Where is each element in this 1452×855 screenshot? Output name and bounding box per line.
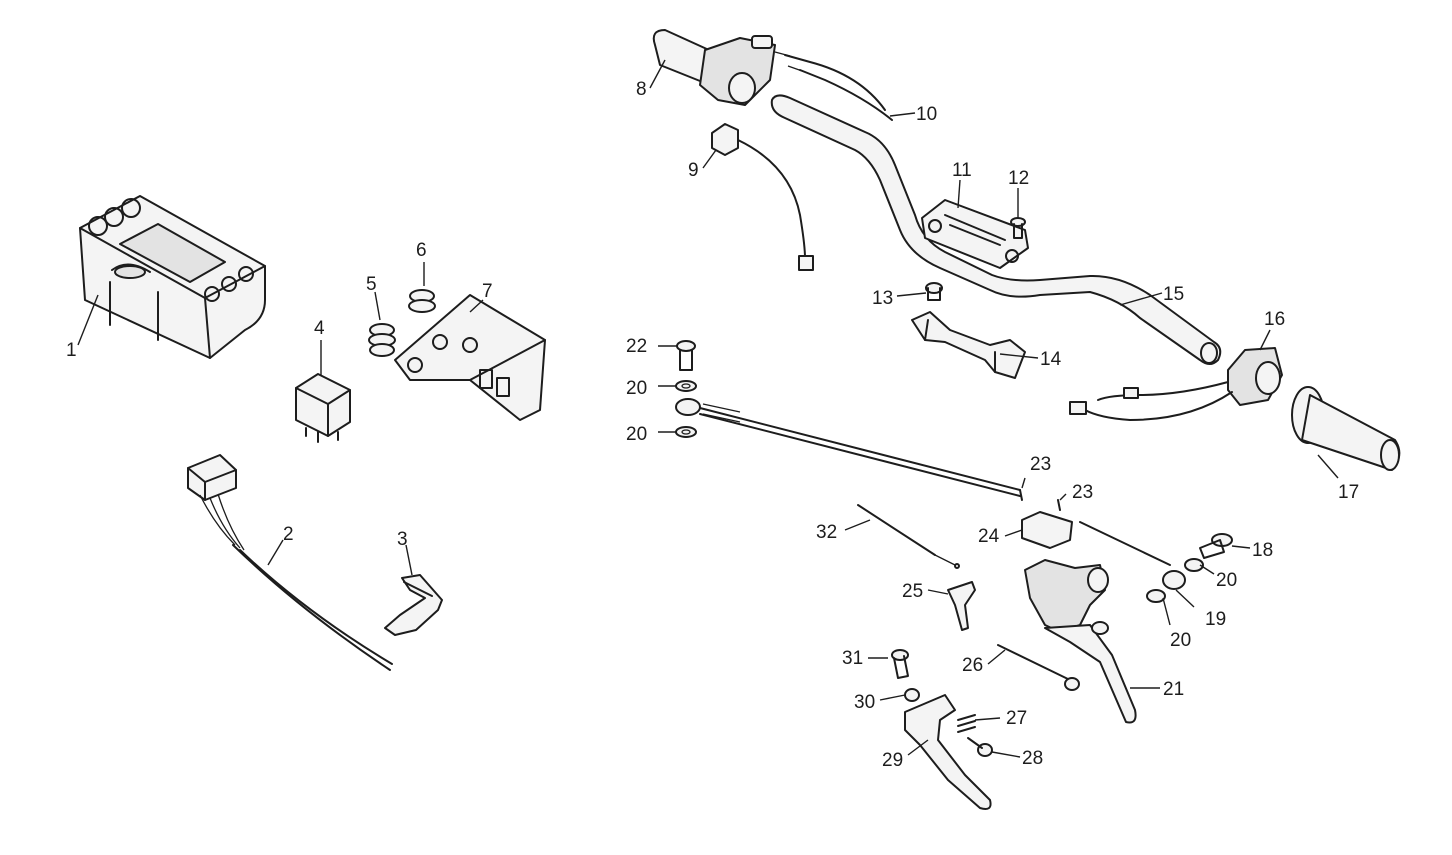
part-spring-27	[957, 714, 976, 733]
part-grommet-6	[408, 289, 436, 313]
part-instrument-cluster	[79, 195, 266, 359]
callout-23-left: 23	[1030, 454, 1051, 475]
part-banjo-fitting	[675, 398, 701, 416]
part-reservoir-cap	[1021, 511, 1073, 549]
callout-25: 25	[902, 581, 923, 602]
callout-27: 27	[1006, 708, 1027, 729]
part-brake-lever	[1044, 621, 1137, 724]
part-left-grip	[1291, 386, 1401, 471]
callout-31: 31	[842, 648, 863, 669]
callout-28: 28	[1022, 748, 1043, 769]
part-cable-bracket	[947, 581, 976, 631]
callout-12: 12	[1008, 168, 1029, 189]
callout-20-left-upper: 20	[626, 378, 647, 399]
callout-19: 19	[1205, 609, 1226, 630]
callout-29: 29	[882, 750, 903, 771]
part-upper-clamp	[921, 199, 1029, 269]
part-throttle-grip	[652, 29, 776, 106]
part-bolt-31	[891, 649, 909, 679]
callout-17: 17	[1338, 482, 1359, 503]
part-throttle-cables	[774, 51, 893, 121]
callout-30: 30	[854, 692, 875, 713]
part-banjo-bolt-18	[1199, 533, 1233, 559]
part-washer-20-right-top	[1184, 558, 1204, 572]
part-lower-clamp	[911, 311, 1026, 379]
part-bracket	[394, 294, 546, 421]
callout-2: 2	[283, 524, 294, 545]
part-relay	[295, 373, 351, 443]
callout-20-left-lower: 20	[626, 424, 647, 445]
part-clutch-lever	[904, 694, 992, 810]
callout-5: 5	[366, 274, 377, 295]
leader-lines	[77, 59, 1339, 758]
part-screw-23b	[1057, 499, 1061, 511]
callout-15: 15	[1163, 284, 1184, 305]
callout-20-right-upper: 20	[1216, 570, 1237, 591]
part-master-cylinder	[1024, 559, 1109, 633]
part-bolt-12	[1010, 217, 1026, 239]
part-washer-20-bottom	[675, 426, 697, 438]
part-clutch-cable	[857, 504, 960, 569]
part-banjo-bolt-22	[676, 340, 696, 371]
part-brake-hose	[699, 403, 1171, 566]
part-left-switch-housing	[1069, 347, 1283, 421]
callout-22: 22	[626, 336, 647, 357]
callout-20-right-lower: 20	[1170, 630, 1191, 651]
part-clip	[384, 574, 443, 636]
part-bolt-13	[925, 282, 943, 301]
callout-16: 16	[1264, 309, 1285, 330]
callout-1: 1	[66, 340, 77, 361]
part-grommet-5	[368, 323, 396, 357]
callout-24: 24	[978, 526, 1000, 547]
callout-10: 10	[916, 104, 937, 125]
callout-21: 21	[1163, 679, 1184, 700]
callout-8: 8	[636, 79, 647, 100]
part-kill-switch	[711, 123, 814, 271]
callout-32: 32	[816, 522, 837, 543]
part-pivot-bolt-28	[967, 737, 993, 757]
part-bushing-30	[904, 688, 920, 702]
part-cable-adjuster	[997, 644, 1080, 691]
callout-9: 9	[688, 160, 699, 181]
callout-6: 6	[416, 240, 427, 261]
callout-23-right: 23	[1072, 482, 1093, 503]
callout-11: 11	[952, 160, 972, 181]
part-handlebar	[770, 94, 1222, 365]
part-washer-20-top	[675, 380, 697, 392]
callout-3: 3	[397, 529, 408, 550]
callout-26: 26	[962, 655, 983, 676]
part-banjo-19	[1162, 570, 1186, 590]
callout-labels: 1 2 3 4 5 6 7 8 9 10 11 12 13 14 15 16 1…	[66, 79, 1359, 771]
callout-7: 7	[482, 281, 493, 302]
callout-18: 18	[1252, 540, 1273, 561]
part-washer-20-right-bottom	[1146, 589, 1166, 603]
callout-4: 4	[314, 318, 325, 339]
part-screw-23a	[1019, 489, 1023, 501]
part-wiring-harness	[187, 454, 393, 671]
callout-13: 13	[872, 288, 893, 309]
callout-14: 14	[1040, 349, 1062, 370]
